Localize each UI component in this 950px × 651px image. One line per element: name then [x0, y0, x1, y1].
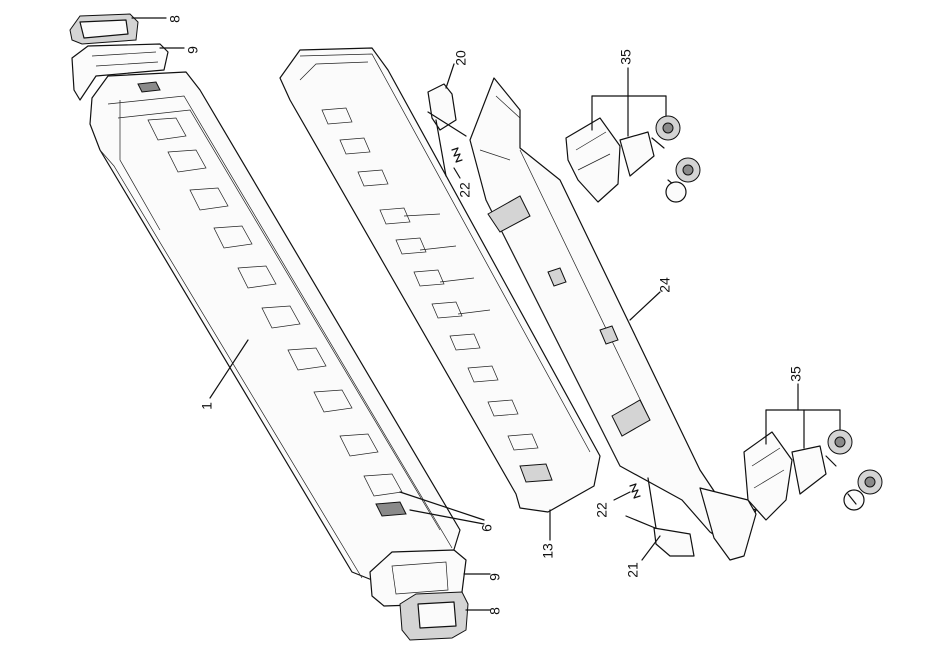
label-22-bottom: 22 [594, 502, 610, 518]
label-8-top: 8 [167, 15, 183, 23]
label-9-top: 9 [185, 46, 201, 54]
label-1: 1 [199, 402, 215, 410]
label-35-top: 35 [618, 49, 634, 65]
label-9-bottom: 9 [487, 573, 503, 581]
label-8-bottom: 8 [487, 607, 503, 615]
spring-bottom-part-22 [630, 484, 640, 498]
end-cap-top-part-8 [70, 14, 138, 44]
label-21: 21 [625, 562, 641, 578]
label-22-top: 22 [457, 182, 473, 198]
label-24: 24 [657, 277, 673, 293]
label-35-bottom: 35 [788, 366, 804, 382]
end-cap-bottom-part-8 [400, 592, 468, 640]
label-13: 13 [540, 543, 556, 559]
bogie-top-part-35 [566, 116, 700, 202]
bogie-bottom-part-35 [744, 430, 882, 520]
spring-top-part-22 [452, 148, 462, 162]
label-20: 20 [453, 50, 469, 66]
label-6: 6 [479, 524, 495, 532]
